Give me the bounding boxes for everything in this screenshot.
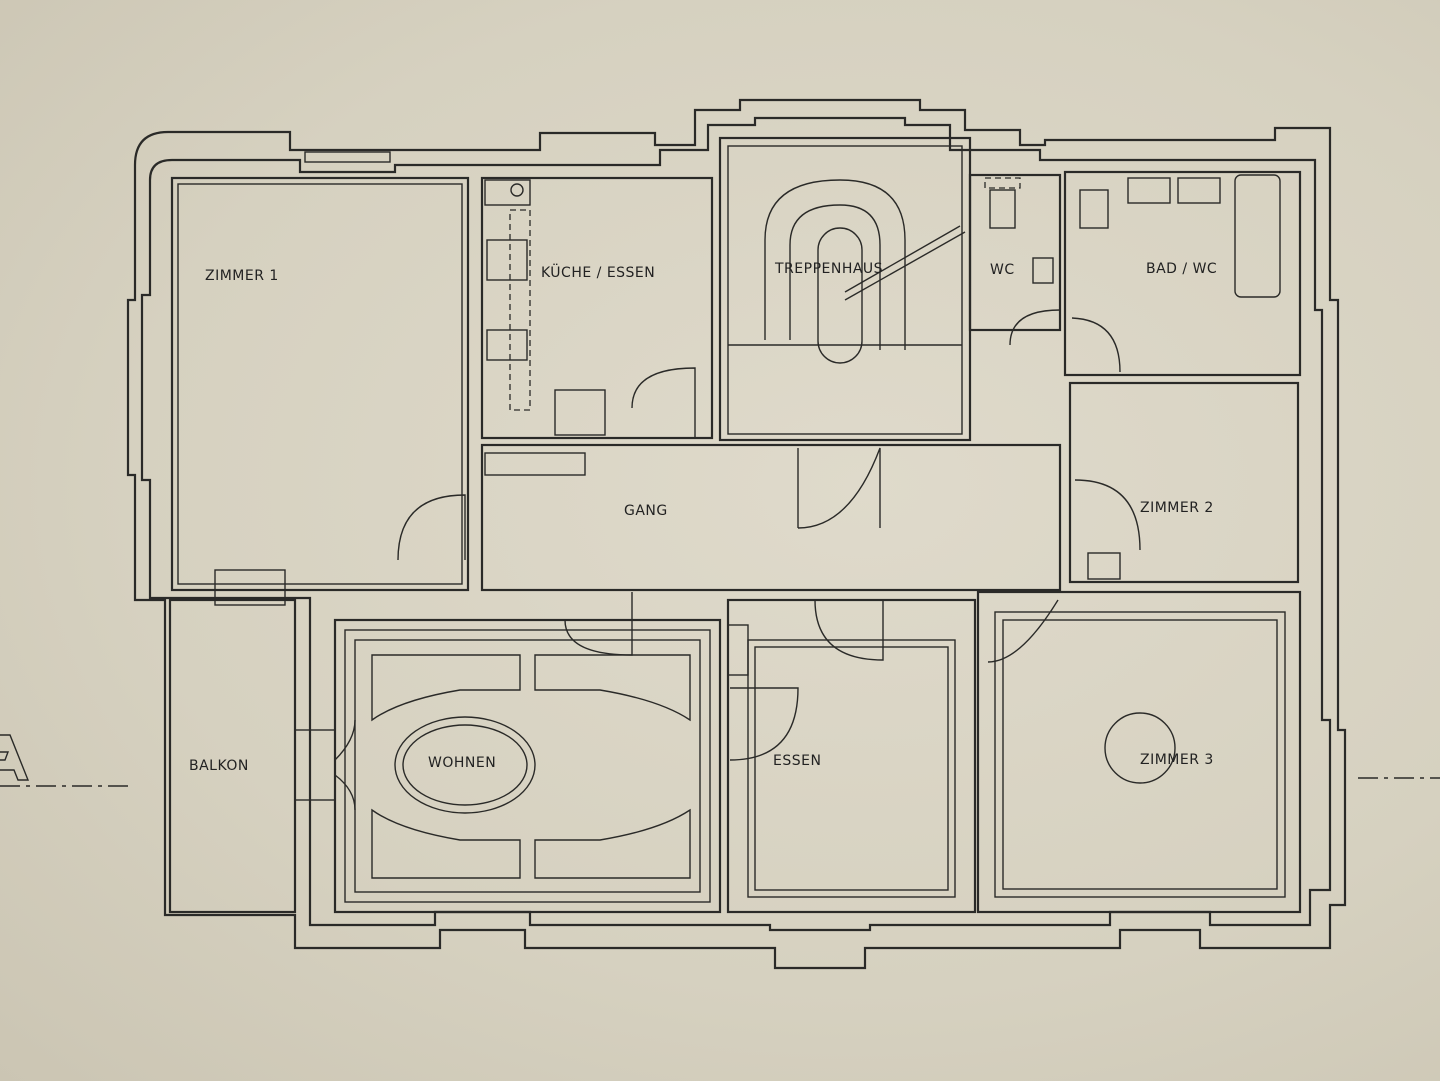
outer-walls bbox=[126, 98, 1347, 970]
fixtures bbox=[214, 174, 1281, 801]
room-label-kueche-essen: KÜCHE / ESSEN bbox=[541, 263, 655, 281]
section-marker-a: A bbox=[0, 734, 1440, 787]
ceiling-ornament bbox=[371, 654, 1176, 879]
room-label-gang: GANG bbox=[624, 503, 668, 519]
doors bbox=[334, 309, 1141, 811]
room-label-zimmer-2: ZIMMER 2 bbox=[1140, 500, 1214, 516]
room-walls bbox=[168, 136, 1302, 914]
room-label-bad-wc: BAD / WC bbox=[1146, 261, 1217, 277]
room-label-wc: WC bbox=[990, 262, 1015, 278]
room-label-wohnen: WOHNEN bbox=[428, 755, 496, 771]
staircase bbox=[728, 179, 966, 364]
room-labels: ZIMMER 1 KÜCHE / ESSEN TREPPENHAUS WC BA… bbox=[189, 261, 1217, 774]
room-label-treppenhaus: TREPPENHAUS bbox=[774, 261, 883, 277]
room-label-balkon: BALKON bbox=[189, 758, 249, 774]
room-label-zimmer-1: ZIMMER 1 bbox=[205, 268, 279, 284]
room-label-zimmer-3: ZIMMER 3 bbox=[1140, 752, 1214, 768]
room-label-essen: ESSEN bbox=[773, 753, 821, 769]
